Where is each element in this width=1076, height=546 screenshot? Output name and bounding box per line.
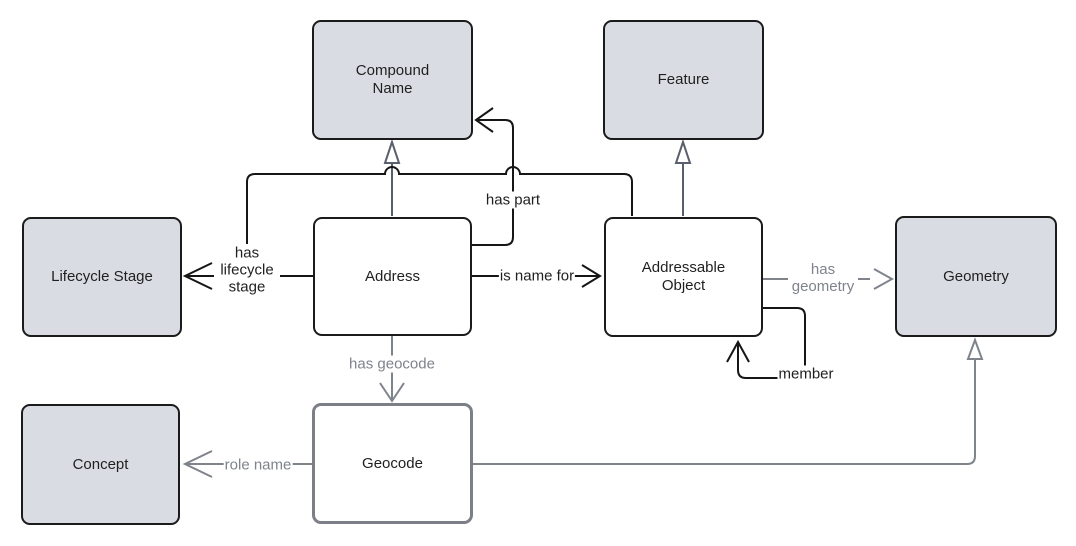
edge-label-has-part[interactable]: has part — [484, 191, 542, 209]
node-address[interactable]: Address — [313, 217, 472, 336]
generalization-triangle-icon — [966, 337, 984, 360]
node-feature[interactable]: Feature — [603, 20, 764, 140]
edge-addressable-object-lifecycle-stage[interactable] — [246, 166, 633, 244]
node-label: Address — [364, 267, 421, 285]
node-label: Compound Name — [355, 62, 430, 97]
open-arrow-down-icon — [379, 382, 405, 403]
node-compound-name[interactable]: Compound Name — [312, 20, 473, 140]
edge-label-has-lifecycle-stage[interactable]: has lifecycle stage — [214, 244, 280, 296]
node-geometry[interactable]: Geometry — [895, 216, 1057, 337]
edge-label-has-geometry[interactable]: has geometry — [788, 261, 858, 295]
node-lifecycle-stage[interactable]: Lifecycle Stage — [22, 217, 182, 337]
node-label: Concept — [72, 455, 129, 473]
edge-has-part[interactable] — [472, 119, 514, 246]
generalization-triangle-icon — [674, 138, 692, 164]
open-arrow-left-icon — [474, 107, 494, 133]
open-arrow-right-icon — [873, 268, 895, 290]
open-arrow-left-icon — [182, 262, 213, 290]
node-label: Lifecycle Stage — [51, 268, 153, 285]
edge-label-role-name[interactable]: role name — [223, 456, 293, 474]
open-arrow-left-icon — [182, 450, 213, 478]
edge-label-is-name-for[interactable]: is name for — [498, 267, 576, 285]
generalization-triangle-icon — [383, 138, 401, 164]
open-arrow-up-icon — [726, 339, 750, 363]
node-addressable-object[interactable]: Addressable Object — [604, 217, 763, 337]
edge-label-has-geocode[interactable]: has geocode — [348, 355, 436, 373]
node-label: Geocode — [362, 454, 423, 472]
node-geocode[interactable]: Geocode — [312, 403, 473, 524]
open-arrow-right-icon — [581, 264, 602, 288]
node-label: Addressable Object — [641, 259, 726, 294]
edge-generalization-geocode-geometry[interactable] — [473, 359, 976, 465]
edge-label-member[interactable]: member — [777, 365, 835, 383]
node-label: Geometry — [943, 267, 1009, 285]
node-concept[interactable]: Concept — [21, 404, 180, 525]
node-label: Feature — [657, 71, 710, 88]
